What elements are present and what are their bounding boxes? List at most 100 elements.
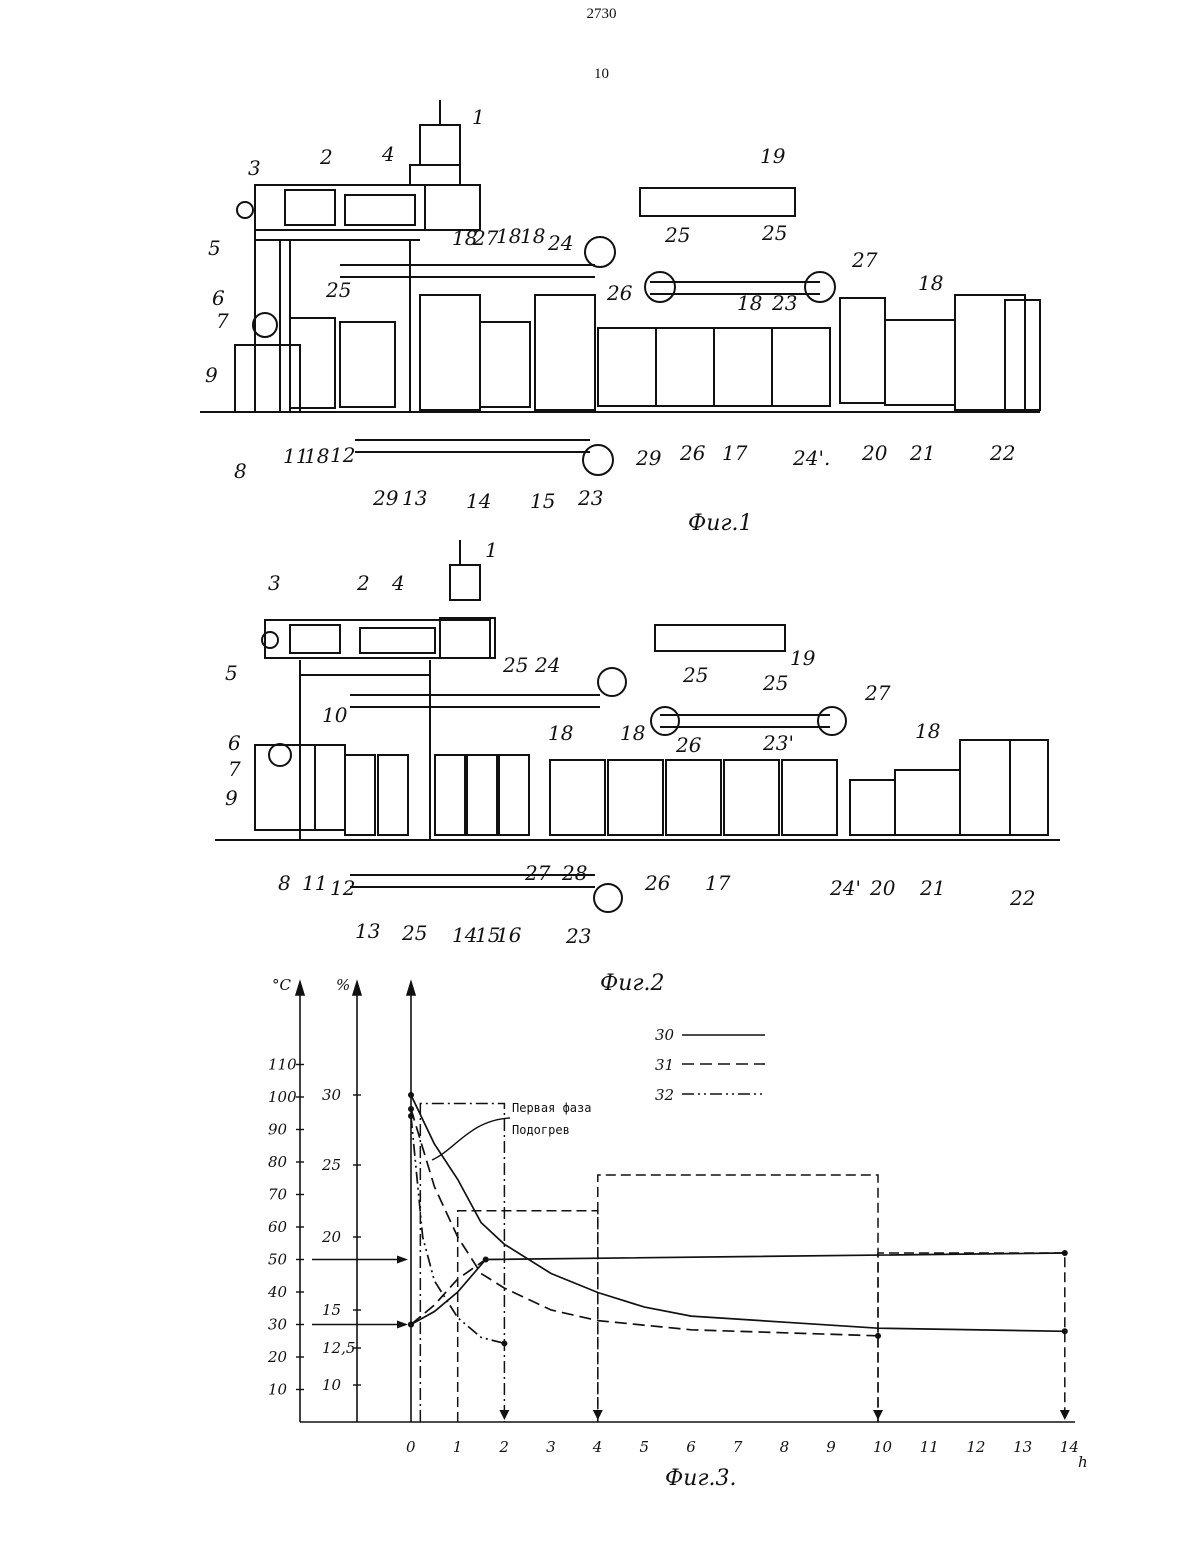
- fig1-label-26b: 26: [606, 281, 633, 305]
- series-start-point: [408, 1113, 414, 1119]
- fig1-label-20: 20: [861, 441, 888, 465]
- series-temp_rise_dashed: [411, 1260, 486, 1325]
- fig2-label-10: 10: [322, 703, 348, 727]
- y-temp-tick-label: 70: [268, 1186, 288, 1204]
- fig2-label-8: 8: [278, 871, 291, 895]
- fig2-label-18c: 18: [915, 719, 940, 743]
- fig2-label-18: 18: [548, 721, 573, 745]
- fig2-label-25: 25: [401, 921, 427, 945]
- x-tick-label: 3: [546, 1438, 556, 1456]
- fig1-label-13: 13: [402, 486, 427, 510]
- fig2-labels: 1 3 2 4 5 10 6 7 9 8 11 12 13 25 14 15 1…: [225, 538, 1035, 996]
- fig2-caption: Фиг.2: [600, 971, 665, 996]
- fig1-label-14: 14: [466, 489, 491, 513]
- series-start-point: [408, 1106, 414, 1112]
- annotation-preheat: Подогрев: [512, 1123, 570, 1137]
- fig1-label-18d: 18: [520, 224, 545, 248]
- fig1-label-25: 25: [325, 278, 351, 302]
- fig1-label-12: 12: [330, 443, 355, 467]
- fig1-label-5: 5: [208, 236, 221, 260]
- fig2-label-22: 22: [1009, 886, 1035, 910]
- fig1-label-8: 8: [234, 459, 247, 483]
- series-30: [411, 1095, 1065, 1331]
- x-tick-label: 6: [686, 1438, 696, 1456]
- series-end-point: [875, 1333, 881, 1339]
- x-tick-label: 8: [780, 1438, 790, 1456]
- temperature-step: [598, 1175, 878, 1422]
- fig1-label-24p: 24'.: [792, 446, 830, 470]
- fig1-label-9: 9: [205, 363, 218, 387]
- y-temp-tick-label: 100: [268, 1088, 297, 1106]
- x-tick-label: 4: [592, 1438, 603, 1456]
- x-tick-label: 13: [1013, 1438, 1032, 1456]
- fig1-label-25c: 25: [761, 221, 787, 245]
- fig1-label-18: 18: [304, 444, 329, 468]
- fig2-label-26: 26: [644, 871, 671, 895]
- y-temp-tick-label: 50: [268, 1251, 288, 1269]
- legend-31: 31: [655, 1056, 674, 1074]
- fig1-label-29b: 29: [635, 446, 662, 470]
- fig2-label-27b: 27: [864, 681, 891, 705]
- fig2-label-19: 19: [790, 646, 816, 670]
- fig3-caption: Фиг.3.: [665, 1466, 737, 1491]
- fig1-label-18c: 18: [496, 224, 521, 248]
- y-pct-tick-label: 25: [321, 1156, 341, 1174]
- series-end-point: [1062, 1328, 1068, 1334]
- fig1-label-23: 23: [577, 486, 603, 510]
- fig2-label-11: 11: [302, 871, 327, 895]
- x-unit: h: [1078, 1453, 1088, 1471]
- fig1-label-2: 2: [319, 145, 333, 169]
- fig1-caption: Фиг.1: [688, 511, 753, 536]
- fig1-label-27: 27: [472, 226, 499, 250]
- step-end-arrow: [499, 1410, 509, 1420]
- fig1-label-19: 19: [760, 144, 786, 168]
- fig2-label-27: 27: [524, 861, 551, 885]
- fig1-label-3: 3: [248, 156, 261, 180]
- fig1-label-26: 26: [679, 441, 706, 465]
- x-tick-label: 9: [826, 1438, 836, 1456]
- fig2-label-13: 13: [355, 919, 380, 943]
- fig2-label-26b: 26: [675, 733, 702, 757]
- fig2-label-3: 3: [268, 571, 281, 595]
- fig1-label-18e: 18: [918, 271, 943, 295]
- fig2-label-7: 7: [228, 757, 241, 781]
- fig1-label-15: 15: [530, 489, 555, 513]
- y-temp-tick-label: 110: [268, 1056, 297, 1074]
- series-end-point: [501, 1340, 507, 1346]
- temperature-step: [420, 1104, 504, 1423]
- input-arrowhead: [397, 1321, 408, 1329]
- input-arrowhead: [397, 1256, 408, 1264]
- fig2-label-23p: 23': [762, 731, 794, 755]
- legend-30: 30: [655, 1026, 675, 1044]
- fig1-label-17: 17: [722, 441, 748, 465]
- fig2-label-12: 12: [330, 876, 355, 900]
- fig2-label-4: 4: [391, 571, 405, 595]
- fig1-label-18f: 18: [737, 291, 762, 315]
- x-tick-label: 10: [873, 1438, 893, 1456]
- fig2-label-2: 2: [356, 571, 370, 595]
- y-unit-temp: °C: [272, 976, 292, 994]
- fig1-label-21: 21: [909, 441, 935, 465]
- y-pct-tick-label: 10: [322, 1376, 342, 1394]
- y-temp-tick-label: 30: [268, 1316, 288, 1334]
- fig2-label-18b: 18: [620, 721, 645, 745]
- series-start-point: [408, 1322, 414, 1328]
- x-tick-label: 2: [498, 1438, 509, 1456]
- fig2-label-24p: 24': [829, 876, 861, 900]
- annotation-first-phase: Первая фаза: [512, 1101, 591, 1115]
- y-pct-tick-label: 20: [321, 1228, 342, 1246]
- fig1-label-23b: 23: [771, 291, 797, 315]
- y-temp-tick-label: 20: [267, 1348, 288, 1366]
- fig3-chart: °C % h Первая фаза Подогрев 30 31 32 012…: [267, 976, 1088, 1491]
- temperature-step: [458, 1211, 598, 1422]
- series-start-point: [408, 1092, 414, 1098]
- x-tick-label: 5: [640, 1438, 650, 1456]
- legend-32: 32: [655, 1086, 674, 1104]
- x-tick-label: 11: [920, 1438, 939, 1456]
- fig2-label-25d: 25: [762, 671, 788, 695]
- fig2-label-6: 6: [228, 731, 241, 755]
- x-tick-label: 14: [1060, 1438, 1079, 1456]
- y-pct-tick-label: 12,5: [322, 1339, 355, 1357]
- fig2-label-28: 28: [561, 861, 587, 885]
